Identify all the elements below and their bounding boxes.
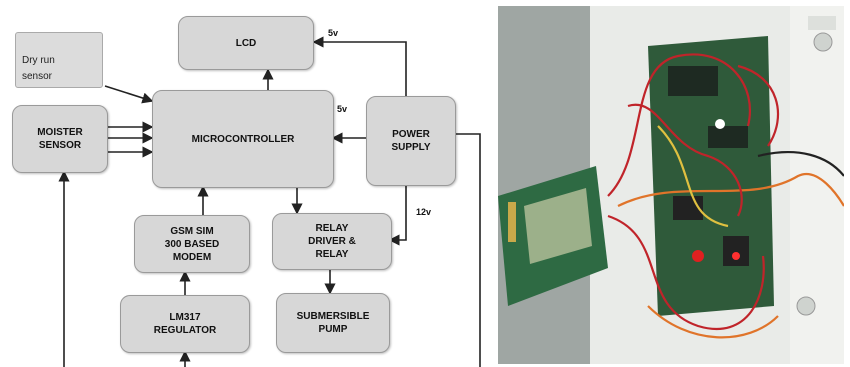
wire-orange-1 [617, 172, 844, 207]
submersible-pump-block: SUBMERSIBLE PUMP [276, 293, 390, 353]
voltage-label-mcu: 5v [337, 104, 348, 114]
gsm-modem-block: GSM SIM 300 BASED MODEM [134, 215, 250, 273]
wire-orange-2 [647, 305, 779, 339]
moister-sensor-block: MOISTER SENSOR [12, 105, 108, 173]
dry-run-sensor-block: Dry run sensor [15, 32, 103, 88]
hardware-illustration [498, 6, 844, 364]
wire-yellow-1 [657, 125, 729, 228]
dry-run-sensor-label: Dry run sensor [22, 55, 55, 82]
relay-label: RELAY DRIVER & RELAY [308, 223, 356, 260]
wire-red-1 [607, 53, 751, 197]
wire-red-2 [607, 214, 765, 330]
voltage-label-relay: 12v [416, 207, 432, 217]
power-supply-label: POWER SUPPLY [391, 129, 431, 153]
lm317-regulator-label: LM317 REGULATOR [153, 312, 217, 336]
arrow-dryrun-to-mcu [104, 85, 154, 104]
lcd-block: LCD [178, 16, 314, 70]
lcd-label: LCD [235, 37, 257, 49]
lm317-regulator-block: LM317 REGULATOR [120, 295, 250, 353]
arrow-power-to-relay [388, 184, 407, 246]
line-power-feed [455, 133, 481, 367]
moister-sensor-label: MOISTER SENSOR [37, 127, 83, 151]
hardware-photo [498, 6, 844, 364]
microcontroller-label: MICROCONTROLLER [191, 133, 295, 145]
submersible-pump-label: SUBMERSIBLE PUMP [296, 311, 370, 335]
wire-black-1 [757, 151, 844, 177]
relay-block: RELAY DRIVER & RELAY [272, 213, 392, 270]
block-diagram: LCD Dry run sensor MICROCONTROLLER POWER… [12, 16, 481, 367]
power-supply-block: POWER SUPPLY [366, 96, 456, 186]
wire-red-4 [737, 64, 780, 147]
connection-lines [58, 36, 481, 367]
arrow-power-to-lcd [312, 36, 407, 96]
voltage-label-lcd: 5v [328, 28, 339, 38]
microcontroller-block: MICROCONTROLLER [152, 90, 334, 188]
gsm-modem-label: GSM SIM 300 BASED MODEM [164, 225, 220, 263]
lcd-screen [524, 188, 592, 264]
wire-red-3 [627, 103, 743, 217]
